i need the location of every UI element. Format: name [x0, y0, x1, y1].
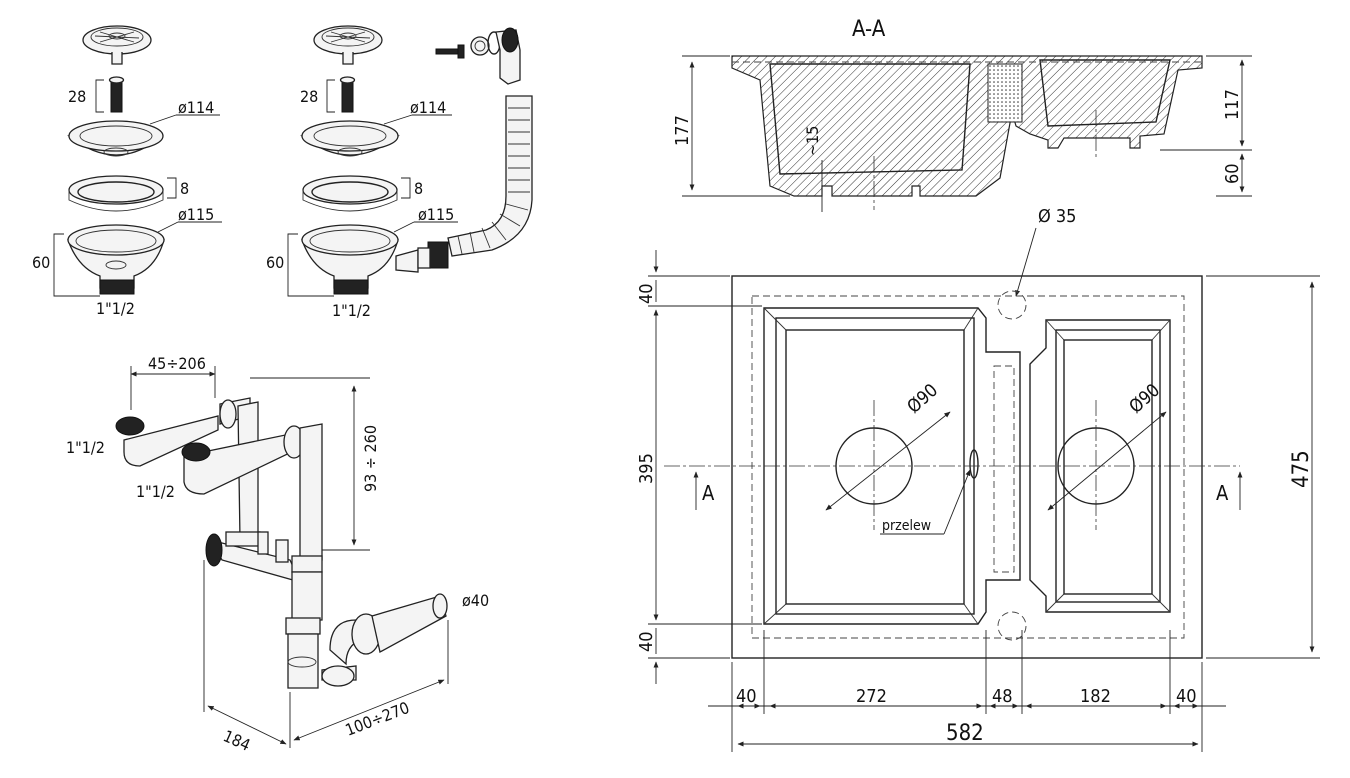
outlet-diameter-label: ø40: [462, 591, 489, 610]
strainer-basket-icon: [82, 25, 152, 65]
plan-total-height-label: 475: [1289, 450, 1314, 488]
seal-ring-icon: [302, 175, 398, 212]
large-bowl-basin: [785, 329, 965, 605]
small-bowl-offset-label: 60: [1222, 163, 1243, 184]
screw-icon: [339, 76, 356, 113]
screw-length-label: 28: [68, 87, 86, 106]
small-bowl-basin: [1063, 339, 1153, 595]
inlet-thread-2-label: 1"1/2: [136, 482, 175, 501]
strainer-kit-single: 28 ø114 8 ø115 60 1"1: [32, 25, 222, 318]
overflow-label: przelew: [882, 518, 931, 534]
large-bowl-rim: [763, 307, 1021, 625]
drain-body-icon: [67, 224, 165, 295]
sink-outline: [731, 275, 1203, 659]
large-drain-diameter-label: Ø90: [903, 380, 942, 418]
strainer-kit-overflow: 28 ø114 8 ø115 60 1"1/2: [266, 25, 533, 320]
screw-icon: [108, 76, 125, 113]
body-height-label: 60: [32, 253, 50, 272]
inner-height-label: 395: [636, 453, 657, 484]
thread-label: 1"1/2: [332, 301, 371, 320]
siphon-inlet-pipes: [115, 397, 323, 561]
height-range-label: 93 ÷ 260: [361, 425, 380, 492]
width-segment-2: 272: [856, 686, 887, 707]
small-bowl-rim: [1029, 319, 1171, 613]
plan-total-width-label: 582: [946, 721, 984, 746]
small-bowl-depth-label: 117: [1222, 89, 1243, 120]
siphon-assembly: 45÷206 93 ÷ 260 1"1/2 1"1/2: [66, 354, 489, 755]
siphon-manifold: [205, 531, 323, 621]
overflow-hole-diameter-label: Ø 35: [1038, 206, 1077, 227]
overflow-screw-icon: [435, 31, 501, 59]
width-segment-4: 182: [1080, 686, 1111, 707]
section-total-height-label: 177: [672, 115, 693, 146]
width-segment-5: 40: [1176, 686, 1197, 707]
body-height-label: 60: [266, 253, 284, 272]
plan-view: Ø 35 Ø90 Ø90: [636, 206, 1320, 752]
screw-length-label: 28: [300, 87, 318, 106]
section-view: A-A 177 ~15 117 60: [672, 17, 1252, 212]
body-diameter-label: ø115: [178, 205, 214, 224]
ring-height-label: 8: [180, 179, 189, 198]
small-drain-diameter-label: Ø90: [1125, 380, 1164, 418]
outlet-range-label: 100÷270: [343, 698, 412, 740]
seal-ring-icon: [68, 175, 164, 212]
overflow-slot: [969, 449, 979, 479]
width-segment-1: 40: [736, 686, 757, 707]
corrugated-hose-icon: [417, 95, 533, 269]
sink-flange-icon: [67, 120, 164, 157]
inlet-spacing-label: 45÷206: [148, 354, 206, 373]
overflow-head-icon: [495, 27, 521, 85]
bowl-diameter-label: ø114: [410, 98, 446, 117]
depth-label: 184: [220, 726, 253, 755]
margin-top-label: 40: [636, 283, 657, 304]
sink-flange-icon: [300, 120, 400, 157]
thread-label: 1"1/2: [96, 299, 135, 318]
ring-height-label: 8: [414, 179, 423, 198]
drain-body-icon: [301, 224, 419, 295]
body-diameter-label: ø115: [418, 205, 454, 224]
section-mark-left: A: [702, 481, 715, 505]
bowl-diameter-label: ø114: [178, 98, 214, 117]
wall-thickness-label: ~15: [803, 126, 822, 156]
overflow-hole-top: [997, 290, 1027, 320]
overflow-hole-bottom: [997, 611, 1027, 641]
section-title: A-A: [852, 17, 886, 42]
strainer-basket-icon: [313, 25, 383, 65]
margin-bottom-label: 40: [636, 631, 657, 652]
section-mark-right: A: [1216, 481, 1229, 505]
width-segment-3: 48: [992, 686, 1013, 707]
inlet-thread-1-label: 1"1/2: [66, 438, 105, 457]
